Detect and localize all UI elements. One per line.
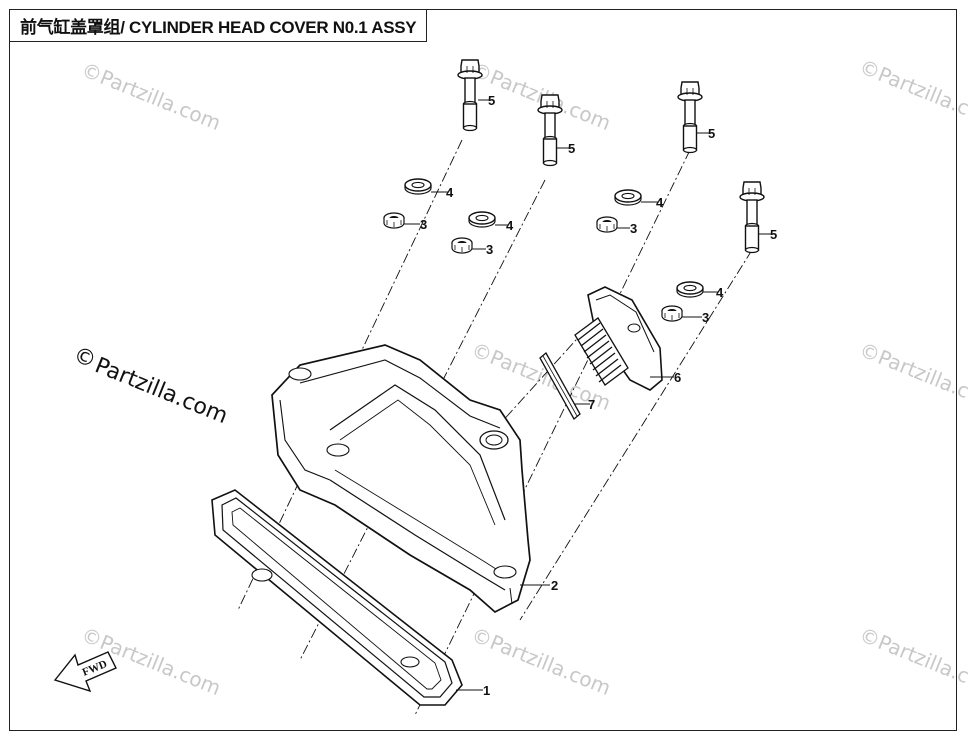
oil-filler-cap (574, 286, 663, 391)
callout-3: 3 (420, 217, 427, 232)
callout-6: 6 (674, 370, 681, 385)
rubber-grommet (383, 212, 405, 229)
flange-bolt (457, 59, 483, 132)
watermark: ©Partzilla.com (856, 54, 968, 132)
watermark: ©Partzilla.com (856, 337, 968, 415)
flange-bolt (677, 81, 703, 154)
callout-5: 5 (568, 141, 575, 156)
diagram-title: 前气缸盖罩组/ CYLINDER HEAD COVER N0.1 ASSY (9, 9, 428, 42)
o-ring (539, 351, 581, 421)
rubber-grommet (596, 216, 618, 233)
callout-2: 2 (551, 578, 558, 593)
flange-bolt (537, 94, 563, 167)
washer (404, 178, 432, 195)
callout-3: 3 (486, 242, 493, 257)
callouts: 5 5 5 5 4 4 4 4 3 3 3 3 6 7 2 1 (420, 93, 777, 698)
callout-leaders (404, 99, 774, 691)
callout-1: 1 (483, 683, 490, 698)
washer (676, 281, 704, 298)
rubber-grommet (451, 237, 473, 254)
callout-4: 4 (656, 195, 664, 210)
flange-bolt (739, 181, 765, 254)
washer (614, 189, 642, 206)
rubber-grommet (661, 305, 683, 322)
watermarks: ©Partzilla.com ©Partzilla.com ©Partzilla… (70, 54, 968, 700)
callout-7: 7 (588, 397, 595, 412)
diagram-frame (9, 9, 957, 731)
partzilla-text: Partzilla.com (91, 353, 231, 429)
callout-3: 3 (630, 221, 637, 236)
callout-5: 5 (708, 126, 715, 141)
callout-4: 4 (506, 218, 514, 233)
watermark: ©Partzilla.com (856, 622, 968, 700)
fwd-arrow: FWD (53, 651, 117, 693)
callout-4: 4 (716, 285, 724, 300)
callout-5: 5 (770, 227, 777, 242)
gasket (211, 489, 463, 706)
callout-4: 4 (446, 185, 454, 200)
callout-3: 3 (702, 310, 709, 325)
callout-5: 5 (488, 93, 495, 108)
washer (468, 211, 496, 228)
partzilla-watermark: © Partzilla.com (70, 342, 231, 429)
watermark: ©Partzilla.com (78, 57, 224, 135)
cylinder-head-cover (271, 344, 531, 614)
